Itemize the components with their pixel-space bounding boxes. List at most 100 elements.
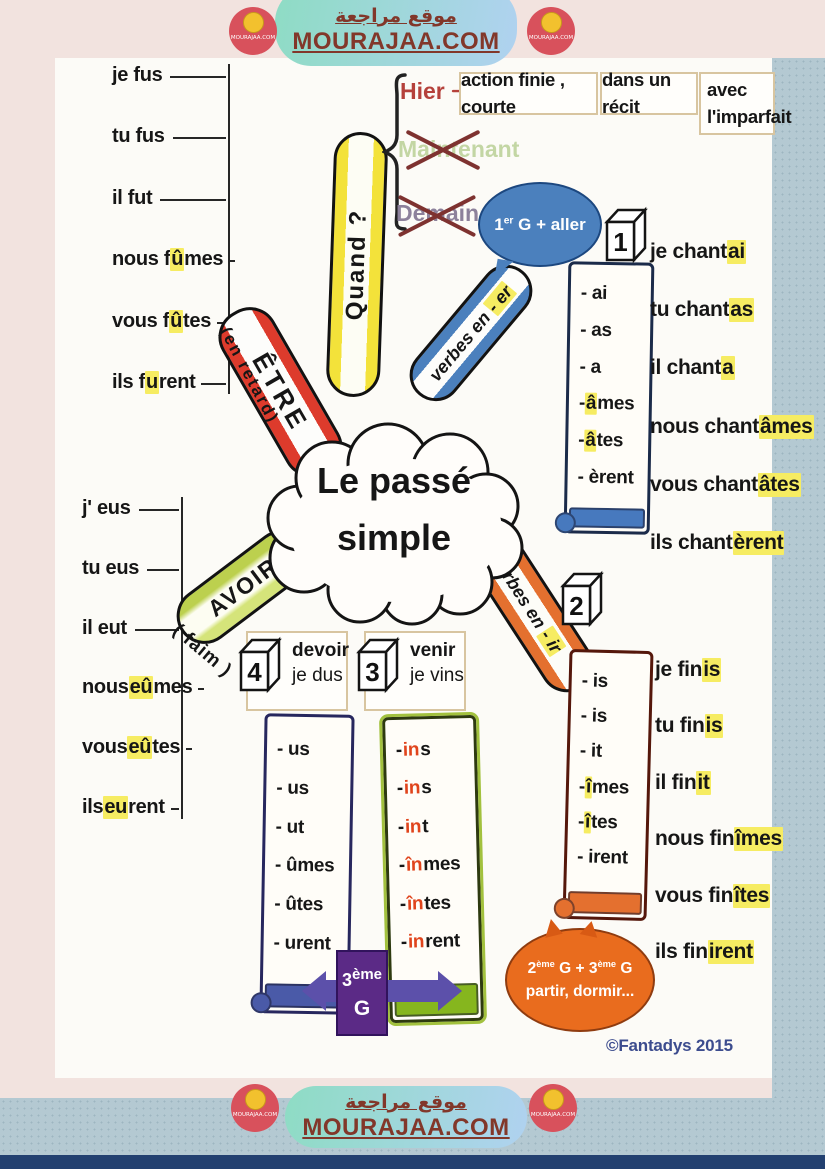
scroll-curl <box>554 512 576 534</box>
endings-list: - us- us- ut- ûmes- ûtes- urent <box>273 738 347 955</box>
site-name-url: MOURAJAA.COM <box>292 27 500 55</box>
map-title-line2: simple <box>336 517 452 558</box>
cube-4-icon: 4 <box>238 636 282 694</box>
time-box-recit: dans un récit <box>600 69 698 117</box>
site-logo-badge: MOURAJAA.COM <box>231 1084 279 1132</box>
ending-row: - urent <box>273 932 333 955</box>
book-logo-icon <box>540 12 562 33</box>
badge-caption: MOURAJAA.COM <box>232 1112 278 1118</box>
card-devoir: devoir je dus <box>246 631 350 711</box>
badge-caption: MOURAJAA.COM <box>528 35 574 41</box>
scroll-fold <box>568 507 646 529</box>
connector-line <box>201 382 226 385</box>
conjugation-row: tu eus <box>82 557 179 580</box>
site-name-url: MOURAJAA.COM <box>302 1113 510 1141</box>
right-margin-band <box>772 58 825 1098</box>
bottom-navy-bar <box>0 1155 825 1169</box>
connector-line <box>170 807 179 810</box>
ending-row: - ûmes <box>274 854 337 877</box>
form-je-vins: je vins <box>410 664 464 686</box>
cloud-shape <box>266 422 524 626</box>
scroll-curl <box>553 897 576 920</box>
book-logo-icon <box>242 12 264 33</box>
hier-label: Hier <box>400 78 445 104</box>
cube-3-icon: 3 <box>356 636 400 694</box>
group23-bubble-line2: partir, dormir... <box>525 983 635 1000</box>
cube-1-icon: 1 <box>604 206 648 264</box>
ending-row: - ai <box>580 282 610 304</box>
branch-quand: Quand ? <box>325 131 389 398</box>
branch-quand-label: Quand ? <box>341 208 372 321</box>
time-box-imparfait: avec l'imparfait <box>699 72 792 135</box>
credit-text: ©Fantadys 2015 <box>606 1036 733 1055</box>
svg-text:4: 4 <box>247 657 262 687</box>
scroll-fold <box>567 890 643 915</box>
connector-line <box>160 198 226 201</box>
ending-row: - us <box>276 738 312 761</box>
conjugation-row: il fut <box>112 187 226 210</box>
cross-icon <box>394 188 480 240</box>
connector-line <box>229 260 236 263</box>
connector-line <box>170 76 226 78</box>
book-logo-icon <box>542 1089 564 1110</box>
site-name-arabic: موقع مراجعة <box>335 4 457 27</box>
conjugation-row: j' eus <box>82 497 179 520</box>
connector-line <box>134 628 179 631</box>
verb-devoir: devoir <box>292 640 350 661</box>
badge-caption: MOURAJAA.COM <box>530 1112 576 1118</box>
group3-badge-number: 3ème <box>341 965 383 990</box>
cross-icon <box>402 124 484 172</box>
site-logo-badge: MOURAJAA.COM <box>529 1084 577 1132</box>
ending-row: - ut <box>275 816 306 838</box>
brace-icon <box>382 73 407 231</box>
ending-row: - is <box>581 670 610 692</box>
form-je-dus: je dus <box>292 664 343 686</box>
scroll-curl <box>250 992 272 1014</box>
badge-caption: MOURAJAA.COM <box>230 35 276 41</box>
connector-line <box>172 137 226 140</box>
connector-line <box>198 688 205 691</box>
ending-row: - irent <box>576 846 630 869</box>
ending-row: - a <box>579 356 603 378</box>
group1-bubble: 1er G + aller <box>478 182 602 267</box>
conjugation-row: il eut <box>82 617 179 640</box>
ending-row: - èrent <box>577 466 636 489</box>
conjugation-row: je fus <box>112 64 226 87</box>
site-logo-badge: MOURAJAA.COM <box>527 7 575 55</box>
map-title-line1: Le passé <box>316 460 472 501</box>
group3-badge-letter: G <box>353 996 371 1020</box>
ending-row: - it <box>579 740 604 763</box>
svg-text:1: 1 <box>613 227 627 257</box>
time-hier: Hier ➜ <box>400 78 467 105</box>
time-box-action: action finie , courte <box>459 69 598 117</box>
map-title: Le passé simple <box>260 452 528 566</box>
